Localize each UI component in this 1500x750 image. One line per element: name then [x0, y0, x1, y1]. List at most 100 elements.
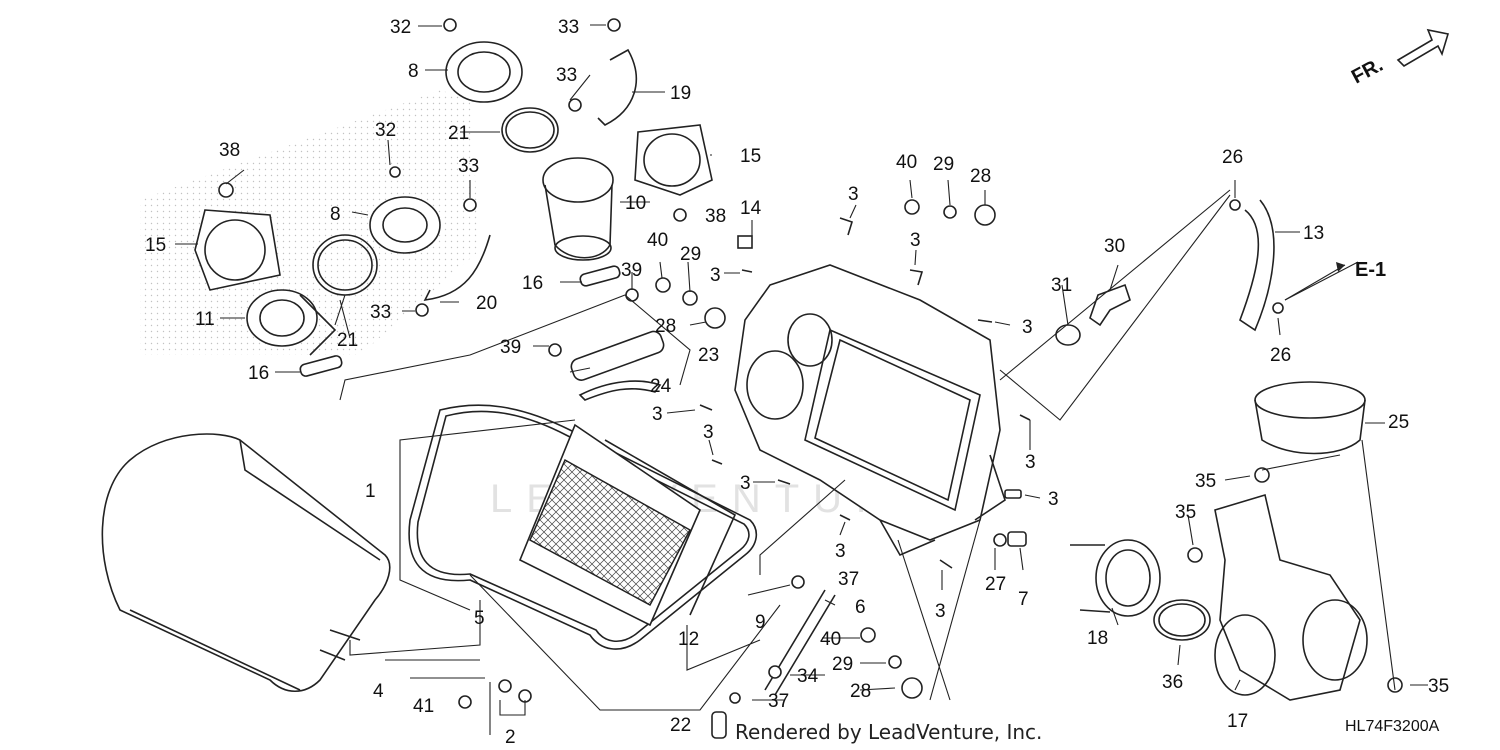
- callout-5: 5: [474, 608, 485, 629]
- stay-19: [597, 48, 637, 126]
- callout-37: 37: [838, 569, 859, 590]
- callout-23: 23: [698, 345, 719, 366]
- callout-41: 41: [413, 696, 434, 717]
- front-direction-arrow: FR.: [1348, 28, 1450, 89]
- callout-3: 3: [703, 422, 714, 443]
- gasket: [408, 404, 758, 650]
- callout-1: 1: [365, 481, 376, 502]
- callout-24: 24: [650, 376, 672, 397]
- inlet-duct-upper-8: [445, 41, 523, 103]
- pad-16-left: [299, 355, 343, 377]
- joint-11: [246, 289, 337, 356]
- air-cleaner-cover: [101, 433, 391, 693]
- callout-8: 8: [408, 61, 419, 82]
- callout-32: 32: [390, 17, 411, 38]
- callout-9: 9: [755, 612, 766, 633]
- callout-3: 3: [740, 473, 751, 494]
- callout-3: 3: [1048, 489, 1059, 510]
- air-cleaner-case: [734, 264, 1006, 557]
- callout-39: 39: [621, 260, 642, 281]
- callout-25: 25: [1388, 412, 1409, 433]
- callout-6: 6: [855, 597, 866, 618]
- callout-10: 10: [625, 193, 646, 214]
- callout-3: 3: [1025, 452, 1036, 473]
- callout-21: 21: [337, 330, 358, 351]
- callout-35: 35: [1175, 502, 1196, 523]
- callout-21: 21: [448, 123, 469, 144]
- callout-33: 33: [458, 156, 479, 177]
- callout-12: 12: [678, 629, 699, 650]
- callout-30: 30: [1104, 236, 1125, 257]
- callout-18: 18: [1087, 628, 1108, 649]
- grommet-31: [1055, 324, 1081, 346]
- callout-38: 38: [219, 140, 240, 161]
- joint-18: [1070, 539, 1161, 617]
- band-36: [1153, 599, 1211, 641]
- pad-16-right: [579, 265, 621, 287]
- callout-16: 16: [522, 273, 543, 294]
- callout-15: 15: [145, 235, 166, 256]
- inlet-duct-lower-8: [369, 196, 441, 254]
- callout-29: 29: [680, 244, 701, 265]
- callout-7: 7: [1018, 589, 1029, 610]
- callouts: 32 33 8 33 19 21 32 15 38 33 10 38 8 15 …: [145, 17, 1449, 748]
- front-label: FR.: [1348, 54, 1387, 89]
- breather-hose-13: [1239, 199, 1275, 332]
- callout-8: 8: [330, 204, 341, 225]
- callout-29: 29: [933, 154, 954, 175]
- callout-26: 26: [1222, 147, 1243, 168]
- callout-19: 19: [670, 83, 691, 104]
- joint-10: [542, 157, 614, 261]
- callout-3: 3: [910, 230, 921, 251]
- callout-4: 4: [373, 681, 384, 702]
- callout-15: 15: [740, 146, 761, 167]
- callout-3: 3: [848, 184, 859, 205]
- callout-3: 3: [652, 404, 663, 425]
- callout-33: 33: [370, 302, 391, 323]
- drawing-code: HL74F3200A: [1345, 718, 1440, 735]
- band-21-upper: [501, 107, 559, 153]
- intake-duct-17: [1214, 493, 1368, 701]
- cover-25: [1254, 381, 1366, 455]
- stipple-shading: [140, 90, 480, 355]
- callout-3: 3: [710, 265, 721, 286]
- callout-31: 31: [1051, 275, 1072, 296]
- callout-33: 33: [558, 17, 579, 38]
- stay-20: [423, 234, 491, 301]
- callout-40: 40: [647, 230, 668, 251]
- callout-3: 3: [835, 541, 846, 562]
- callout-34: 34: [797, 666, 819, 687]
- plate-15-left: [194, 209, 281, 291]
- reference-e1: E-1: [1355, 259, 1386, 281]
- plate-15-right: [634, 124, 713, 196]
- callout-38: 38: [705, 206, 726, 227]
- callout-37: 37: [768, 691, 789, 712]
- callout-40: 40: [896, 152, 917, 173]
- callout-32: 32: [375, 120, 396, 141]
- callout-26: 26: [1270, 345, 1291, 366]
- callout-33: 33: [556, 65, 577, 86]
- callout-20: 20: [476, 293, 497, 314]
- callout-28: 28: [850, 681, 871, 702]
- air-filter-element: [518, 423, 737, 627]
- callout-2: 2: [505, 727, 516, 748]
- callout-35: 35: [1428, 676, 1449, 697]
- callout-16: 16: [248, 363, 269, 384]
- callout-3: 3: [1022, 317, 1033, 338]
- callout-14: 14: [740, 198, 762, 219]
- render-caption: Rendered by LeadVenture, Inc.: [735, 720, 1042, 744]
- callout-28: 28: [970, 166, 991, 187]
- leader-lines: [175, 24, 1428, 735]
- callout-22: 22: [670, 715, 691, 736]
- callout-11: 11: [195, 309, 215, 330]
- callout-17: 17: [1227, 711, 1248, 732]
- callout-36: 36: [1162, 672, 1183, 693]
- callout-3: 3: [935, 601, 946, 622]
- sensor-30: [1089, 283, 1131, 327]
- tube-23-assembly: [570, 330, 665, 401]
- callout-27: 27: [985, 574, 1006, 595]
- callout-40: 40: [820, 629, 841, 650]
- callout-13: 13: [1303, 223, 1324, 244]
- callout-35: 35: [1195, 471, 1216, 492]
